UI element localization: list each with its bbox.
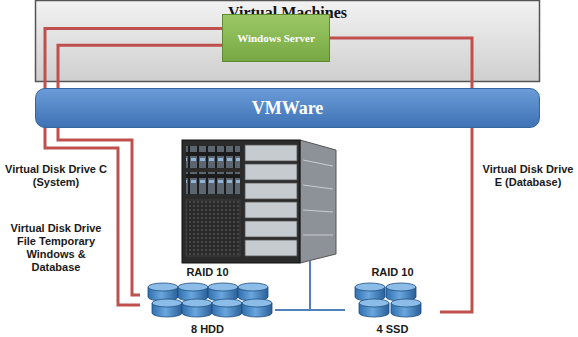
server-label: Windows Server	[237, 31, 315, 45]
server-illustration	[182, 140, 336, 263]
hdd-array	[148, 283, 272, 317]
disk-label: Virtual Disk Drive E (Database)	[481, 163, 575, 189]
hdd-group: RAID 10 8 HDD	[140, 264, 275, 337]
disk-label: Virtual Disk Drive File Temporary Window…	[5, 222, 107, 274]
ssd-group: RAID 10 4 SSD	[345, 264, 440, 337]
raid-label: RAID 10	[140, 266, 275, 279]
hypervisor-band: VMWare	[35, 88, 540, 128]
storage-label: 8 HDD	[140, 323, 275, 336]
disk-label: Virtual Disk Drive C (System)	[5, 163, 107, 189]
raid-label: RAID 10	[345, 266, 440, 279]
vm-panel	[36, 1, 540, 82]
ssd-array	[355, 283, 421, 317]
storage-link	[275, 309, 345, 311]
server-link	[309, 261, 311, 310]
storage-label: 4 SSD	[345, 323, 440, 336]
server-box: Windows Server	[222, 14, 330, 62]
disk-link	[330, 38, 472, 312]
band-label: VMWare	[252, 98, 324, 119]
vm-container: Virtual MachinesWindows Server	[35, 0, 540, 82]
